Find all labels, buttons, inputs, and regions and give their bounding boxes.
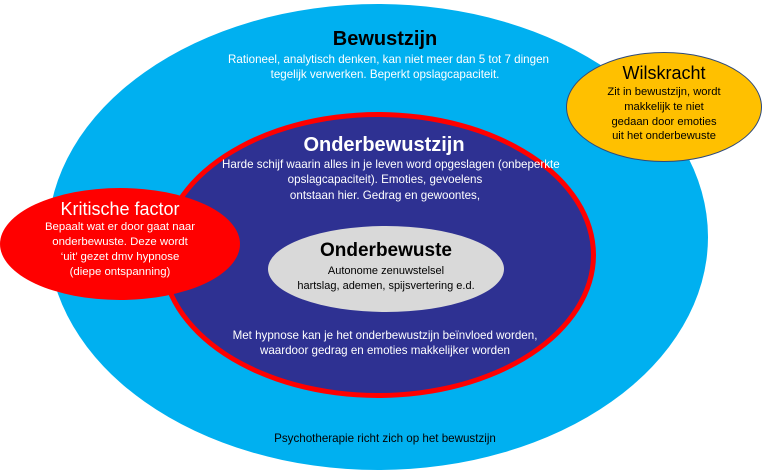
bewustzijn-line-1: Rationeel, analytisch denken, kan niet m…: [228, 53, 549, 66]
onderbewuste-line-2: hartslag, ademen, spijsvertering e.d.: [297, 279, 475, 292]
onderbewuste-title: Onderbewuste: [320, 240, 452, 261]
wilskracht-line-1: Zit in bewustzijn, wordt: [607, 86, 721, 98]
onderbewuste-description: Autonome zenuwstelsel hartslag, ademen, …: [286, 264, 486, 293]
kritische-factor-title: Kritische factor: [60, 199, 180, 219]
wilskracht-line-3: gedaan door emoties: [611, 115, 717, 128]
kritische-factor-line-2: onderbewuste. Deze wordt: [52, 236, 188, 249]
onderbewustzijn-footer-line-1: Met hypnose kan je het onderbewustzijn b…: [232, 329, 538, 342]
onderbewustzijn-line-3: ontstaan hier. Gedrag en gewoontes,: [289, 188, 481, 202]
kritische-factor-description: Bepaalt wat er door gaat naar onderbewus…: [18, 220, 222, 280]
onderbewustzijn-title: Onderbewustzijn: [303, 134, 465, 156]
wilskracht-line-4: uit het onderbewuste: [612, 130, 716, 143]
wilskracht-description: Zit in bewustzijn, wordt makkelijk te ni…: [582, 85, 746, 144]
bewustzijn-title: Bewustzijn: [332, 28, 438, 50]
wilskracht-ellipse: [566, 52, 762, 162]
kritische-factor-line-4: (diepe ontspanning): [69, 266, 171, 279]
onderbewustzijn-line-1: Harde schijf waarin alles in je leven wo…: [222, 158, 560, 171]
bewustzijn-footer: Psychotherapie richt zich op het bewustz…: [274, 432, 496, 445]
onderbewustzijn-line-2: opslagcapaciteit). Emoties, gevoelens: [287, 173, 483, 187]
wilskracht-title: Wilskracht: [622, 63, 706, 83]
onderbewustzijn-description: Harde schijf waarin alles in je leven wo…: [222, 157, 560, 203]
bewustzijn-description: Rationeel, analytisch denken, kan niet m…: [228, 52, 549, 83]
kritische-factor-line-3: ‘uit’ gezet dmv hypnose: [60, 251, 180, 264]
onderbewustzijn-footer-line-2: waardoor gedrag en emoties makkelijker w…: [259, 344, 511, 358]
bewustzijn-line-2: tegelijk verwerken. Beperkt opslagcapaci…: [270, 68, 500, 82]
kritische-factor-ellipse: [0, 188, 240, 300]
kritische-factor-line-1: Bepaalt wat er door gaat naar: [44, 221, 196, 233]
onderbewustzijn-footer: Met hypnose kan je het onderbewustzijn b…: [226, 328, 544, 359]
onderbewuste-ellipse: [268, 226, 504, 312]
onderbewuste-line-1: Autonome zenuwstelsel: [327, 265, 445, 277]
wilskracht-line-2: makkelijk te niet: [624, 100, 704, 113]
